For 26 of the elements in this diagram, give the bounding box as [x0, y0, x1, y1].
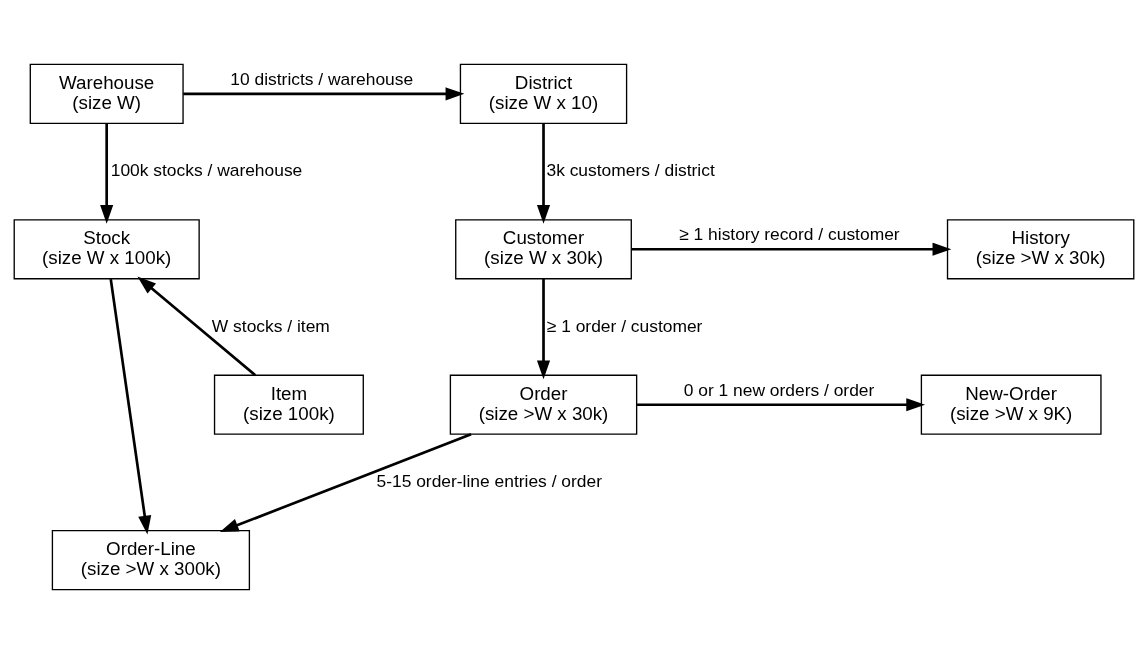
arrow — [183, 86, 465, 100]
arrow — [137, 275, 257, 376]
arrow — [219, 432, 472, 532]
edge-label: 100k stocks / warehouse — [110, 159, 303, 180]
arrow — [631, 242, 952, 256]
edge-label: 3k customers / district — [546, 159, 715, 180]
node-box: Warehouse (size W) — [29, 63, 184, 124]
edge-label: W stocks / item — [211, 315, 330, 336]
edge-label: 5-15 order-line entries / order — [376, 470, 602, 491]
edge-label: 0 or 1 new orders / order — [683, 379, 875, 400]
arrow — [109, 278, 152, 534]
arrow — [100, 123, 114, 224]
arrow — [536, 278, 551, 379]
node-box: History (size >W x 30k) — [946, 218, 1135, 279]
node-box: Order (size >W x 30k) — [449, 374, 638, 435]
edge-label: ≥ 1 history record / customer — [679, 223, 900, 244]
node-box: Item (size 100k) — [213, 374, 364, 435]
arrow — [637, 397, 926, 411]
node-box: Order-Line (size >W x 300k) — [51, 529, 251, 590]
node-box: New-Order (size >W x 9K) — [920, 374, 1102, 435]
node-box: Customer (size W x 30k) — [455, 218, 632, 279]
edge-label: ≥ 1 order / customer — [546, 315, 703, 336]
arrow — [536, 123, 551, 224]
node-box: Stock (size W x 100k) — [13, 218, 200, 279]
node-box: District (size W x 10) — [459, 63, 628, 124]
edge-label: 10 districts / warehouse — [230, 68, 414, 89]
